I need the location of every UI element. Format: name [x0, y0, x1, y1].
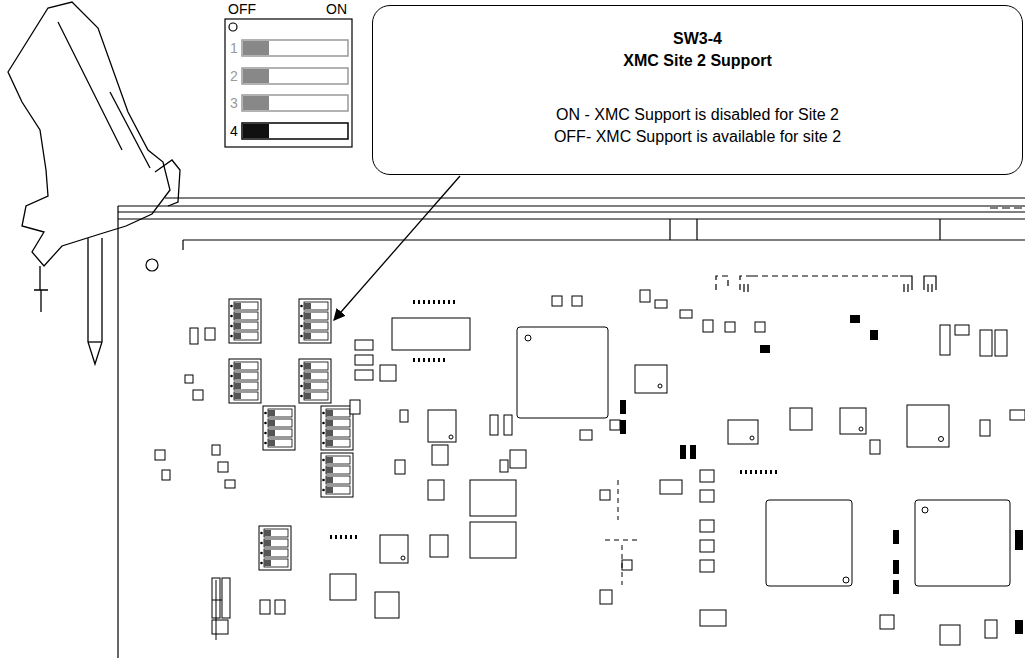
- dip-switch-inset: [225, 19, 352, 147]
- callout-heading: XMC Site 2 Support: [389, 50, 1006, 72]
- ejector-lever: [8, 2, 180, 364]
- board-components: [155, 290, 1025, 645]
- switch-number: 2: [230, 68, 238, 84]
- switch-number: 3: [230, 95, 238, 111]
- board-traces: [212, 480, 640, 640]
- callout-note: OFF- XMC Support is available for site 2: [389, 126, 1006, 148]
- switch-position: ON: [326, 1, 347, 17]
- switch-number: 4: [230, 123, 238, 139]
- board-pads: [330, 300, 1023, 634]
- board-edge: [118, 198, 1025, 658]
- switch-position: OFF: [228, 1, 256, 17]
- board-dip-switches: [229, 299, 353, 570]
- callout-note: ON - XMC Support is disabled for Site 2: [389, 104, 1006, 126]
- switch-number: 1: [230, 40, 238, 56]
- callout-box: SW3-4XMC Site 2 Support ON - XMC Support …: [372, 5, 1023, 175]
- callout-heading: SW3-4: [389, 28, 1006, 50]
- leader-arrow: [334, 176, 460, 320]
